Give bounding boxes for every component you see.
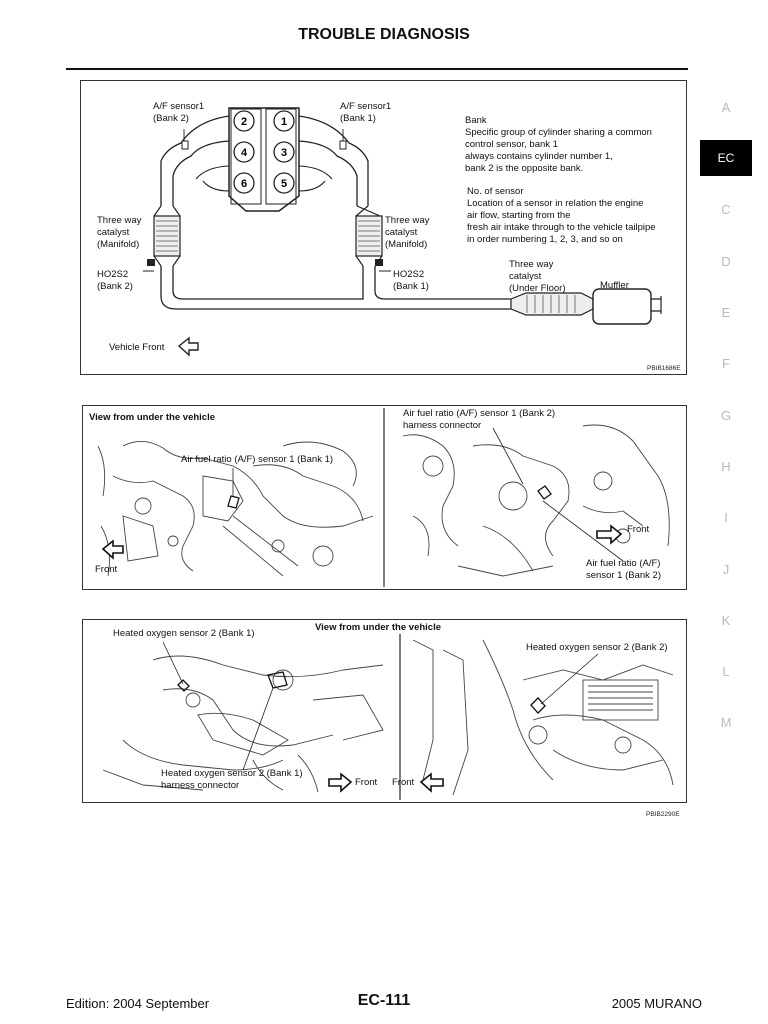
cylinder-number-4: 4 [241,147,248,159]
tab-f[interactable]: F [722,356,730,372]
cylinder-number-2: 2 [241,116,247,128]
catalyst-underfloor-label: Three way catalyst (Under Floor) [509,259,566,294]
tab-e[interactable]: E [721,305,731,321]
af-sensor-drawing [97,408,670,587]
ho2s2-location-figure: View from under the vehicle Heated oxyge… [82,619,687,803]
catalyst-bank2-label: Three way catalyst (Manifold) [97,215,142,250]
ho2s2-bank1-callout: Heated oxygen sensor 2 (Bank 1) [113,628,255,639]
header-rule [66,68,688,70]
sensor-number-definition: No. of sensor Location of a sensor in re… [467,186,656,245]
view-from-under-label-2: View from under the vehicle [315,622,442,633]
view-from-under-label: View from under the vehicle [89,412,216,423]
exhaust-schematic-figure: 2 1 4 3 6 5 A/F sensor1 (Bank 2) A/F sensor1 … [80,80,687,375]
catalyst-bank1-label: Three way catalyst (Manifold) [385,215,430,250]
front-label-right: Front [627,524,650,535]
tab-g[interactable]: G [720,407,732,423]
vehicle-front-label: Vehicle Front [109,342,165,353]
tab-j[interactable]: J [722,561,730,577]
model-label: 2005 MURANO [611,996,702,1011]
tab-i[interactable]: I [724,510,728,526]
ho2s2-bank2-callout: Heated oxygen sensor 2 (Bank 2) [526,642,668,653]
ho2s2-bank1-label: HO2S2 (Bank 1) [393,269,429,292]
ho2s2-drawing [102,634,674,800]
exhaust-schematic-drawing: 2 1 4 3 6 5 [143,107,662,357]
bank-definition: Bank Specific group of cylinder sharing … [465,115,652,174]
af-sensor1-bank1-label: A/F sensor1 (Bank 1) [340,101,392,124]
ho2s2-bank1-connector-callout: Heated oxygen sensor 2 (Bank 1) harness … [161,768,303,791]
af-sensor-location-figure: View from under the vehicle Air fuel rat… [82,405,687,590]
tab-ec[interactable]: EC [700,140,752,177]
tab-h[interactable]: H [721,458,731,474]
tab-c[interactable]: C [721,202,731,218]
ho2s2-bank2-label: HO2S2 (Bank 2) [97,269,133,292]
tab-m[interactable]: M [720,715,732,731]
cylinder-number-3: 3 [281,147,287,159]
tab-d[interactable]: D [721,253,731,269]
af-sensor1-bank2-label: A/F sensor1 (Bank 2) [153,101,205,124]
tab-l[interactable]: L [722,664,730,680]
af-sensor1-bank1-callout: Air fuel ratio (A/F) sensor 1 (Bank 1) [181,454,334,465]
section-tabs: A EC C D E F G H I J K L M [700,82,752,749]
tab-k[interactable]: K [721,612,731,628]
edition-label: Edition: 2004 September [66,996,210,1011]
front-label-left: Front [95,564,118,575]
front-label-right-2: Front [392,777,415,788]
af-sensor1-bank2-callout: Air fuel ratio (A/F) sensor 1 (Bank 2) [586,558,661,581]
page-title: TROUBLE DIAGNOSIS [298,26,470,43]
page-number: EC-111 [357,992,411,1009]
front-label-left-2: Front [355,777,378,788]
figure-code: PBIB1686E [647,365,681,372]
cylinder-number-5: 5 [281,178,287,190]
figure-code-2: PBIB2290E [646,811,680,818]
af-sensor1-bank2-connector-callout: Air fuel ratio (A/F) sensor 1 (Bank 2) h… [403,408,556,431]
muffler-label: Muffler [600,280,629,291]
cylinder-number-1: 1 [281,116,287,128]
cylinder-number-6: 6 [241,178,247,190]
tab-a[interactable]: A [721,100,731,116]
